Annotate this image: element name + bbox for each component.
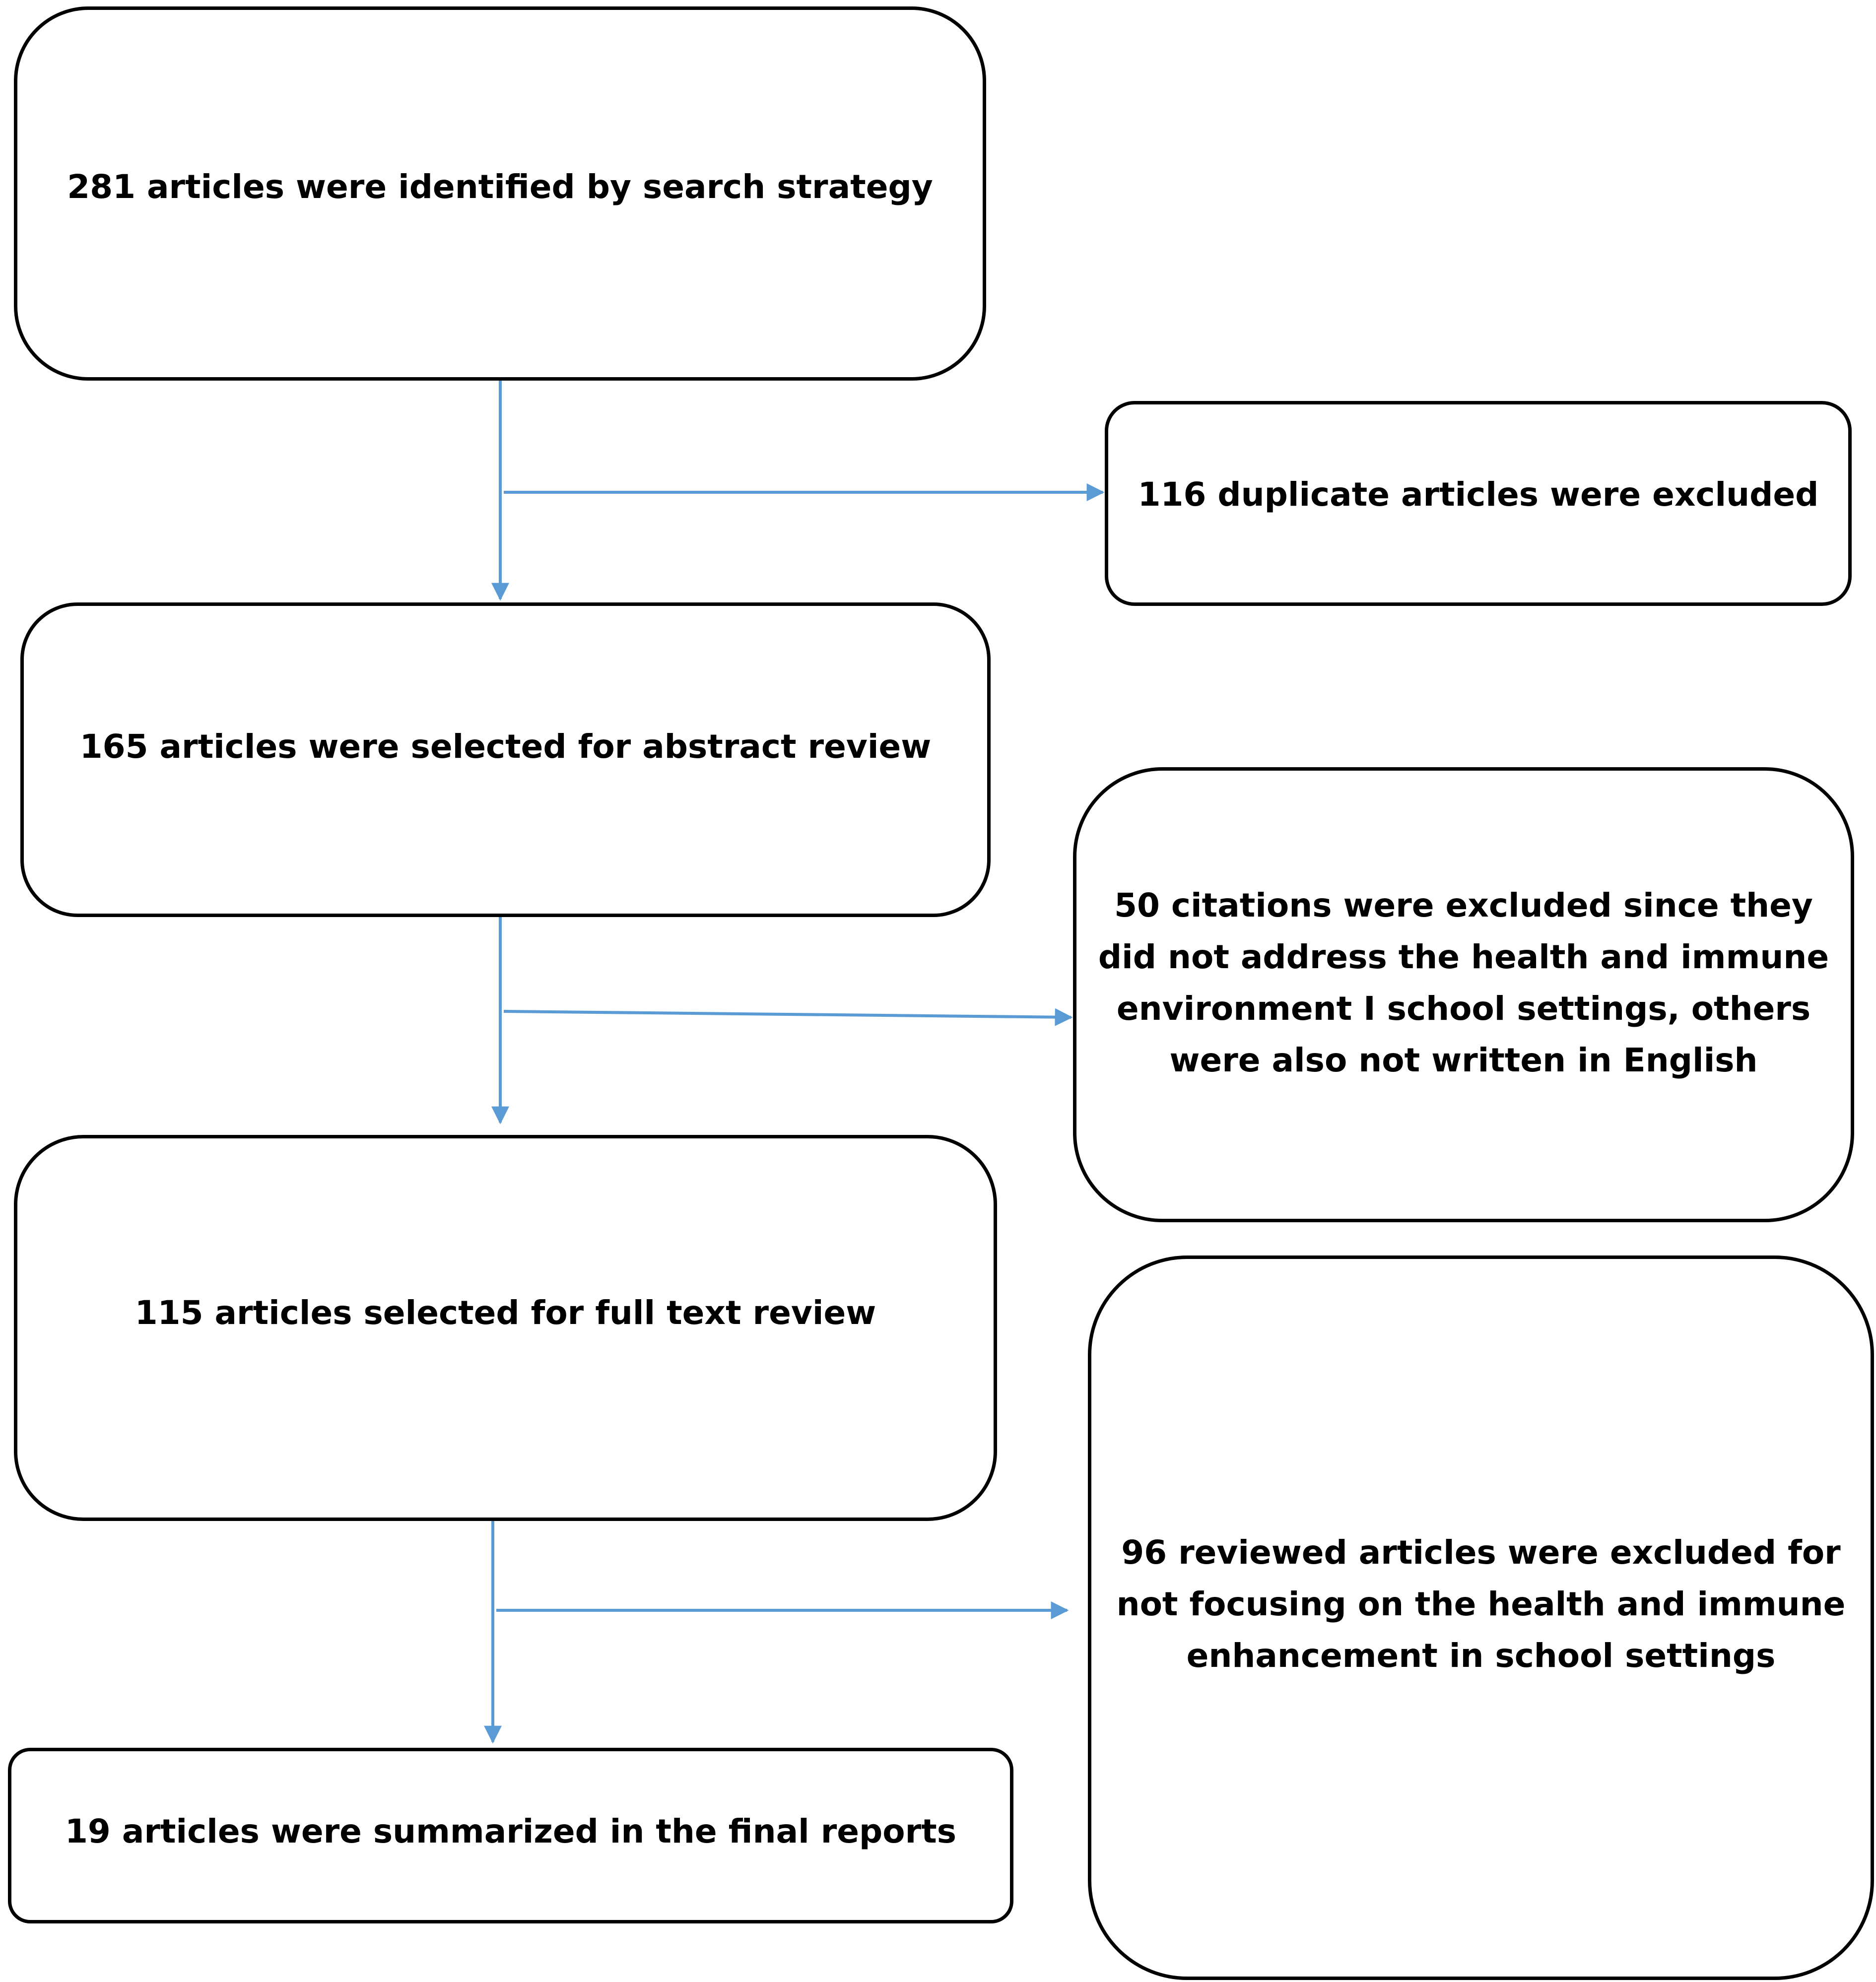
duplicates-excluded-text: 116 duplicate articles were excluded — [1138, 475, 1819, 514]
abstract-review-box: 165 articles were selected for abstract … — [20, 602, 991, 917]
duplicates-excluded-box: 116 duplicate articles were excluded — [1105, 401, 1852, 606]
citations-excluded-text: 50 citations were excluded since they di… — [1098, 886, 1829, 1079]
full-text-review-text: 115 articles selected for full text revi… — [134, 1294, 876, 1332]
final-report-box: 19 articles were summarized in the final… — [8, 1748, 1013, 1923]
identified-box: 281 articles were identified by search s… — [14, 6, 986, 381]
arrow-to-citations-excluded — [503, 1008, 1073, 1026]
final-report-text: 19 articles were summarized in the final… — [65, 1812, 956, 1850]
abstract-review-text: 165 articles were selected for abstract … — [79, 727, 932, 766]
identified-text: 281 articles were identified by search s… — [67, 168, 933, 206]
full-text-review-box: 115 articles selected for full text revi… — [14, 1135, 997, 1521]
citations-excluded-box: 50 citations were excluded since they di… — [1073, 767, 1854, 1222]
reviewed-excluded-box: 96 reviewed articles were excluded for n… — [1088, 1255, 1874, 1980]
reviewed-excluded-text: 96 reviewed articles were excluded for n… — [1116, 1533, 1846, 1675]
